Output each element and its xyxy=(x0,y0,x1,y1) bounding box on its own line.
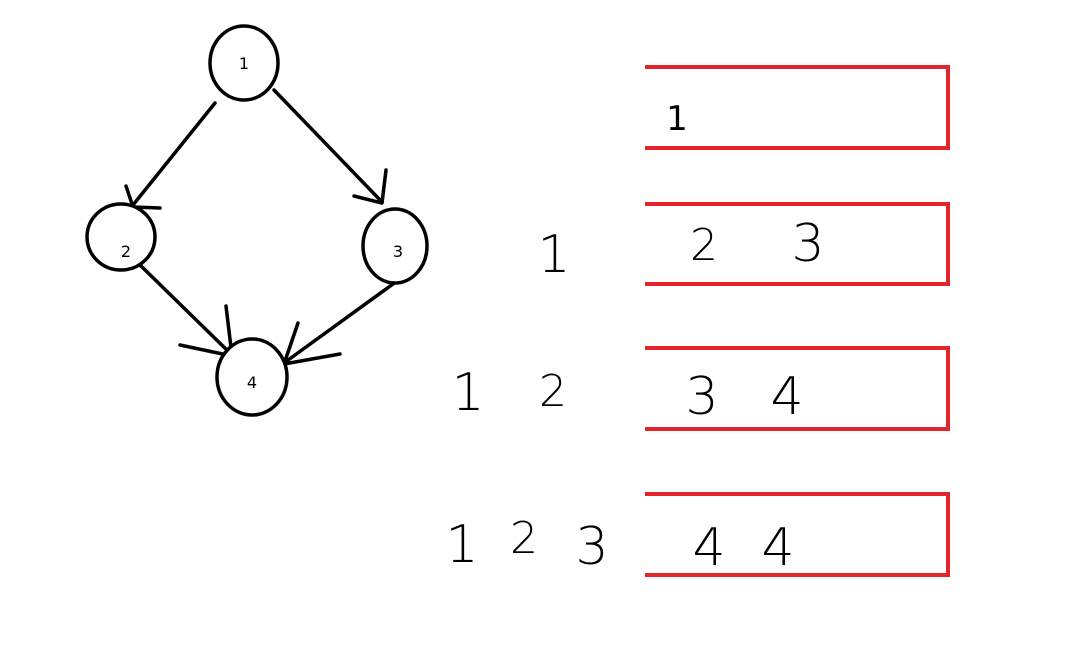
edge-3-4 xyxy=(282,282,395,366)
queue-item: 1 xyxy=(666,99,688,139)
queue-item: 4 xyxy=(770,367,803,427)
visited-item: 1 xyxy=(445,515,478,575)
queue-box-step-3 xyxy=(645,346,950,431)
queue-box-step-2 xyxy=(645,202,950,286)
visited-item: 1 xyxy=(451,363,484,423)
node-1: 1 xyxy=(208,24,280,102)
node-4: 4 xyxy=(215,337,289,417)
edge-1-2 xyxy=(124,101,217,210)
visited-item: 3 xyxy=(575,517,608,577)
queue-box-step-1 xyxy=(645,65,950,150)
queue-boxes xyxy=(645,65,950,577)
queue-item: 4 xyxy=(761,518,794,578)
step-4: 1 2 3 4 4 xyxy=(445,513,794,578)
step-1: 1 xyxy=(666,99,688,139)
visited-item: 2 xyxy=(539,366,567,417)
edge-1-3 xyxy=(272,88,388,205)
queue-item: 2 xyxy=(690,220,718,271)
queue-item: 3 xyxy=(791,214,824,274)
step-2: 1 2 3 xyxy=(537,214,824,285)
node-2: 2 xyxy=(85,202,157,272)
step-3: 1 2 3 4 xyxy=(451,363,803,427)
node-3-label: 3 xyxy=(393,242,403,261)
node-2-label: 2 xyxy=(121,242,131,261)
graph-edges xyxy=(124,88,395,366)
queue-item: 4 xyxy=(692,518,725,578)
node-3: 3 xyxy=(361,207,429,285)
node-4-label: 4 xyxy=(247,373,257,392)
node-1-label: 1 xyxy=(239,54,249,73)
graph-nodes: 1 2 3 4 xyxy=(85,24,429,417)
queue-item: 3 xyxy=(685,367,718,427)
queue-box-step-4 xyxy=(645,492,950,577)
visited-item: 1 xyxy=(537,225,570,285)
visited-item: 2 xyxy=(510,513,538,564)
edge-2-4 xyxy=(138,263,234,358)
